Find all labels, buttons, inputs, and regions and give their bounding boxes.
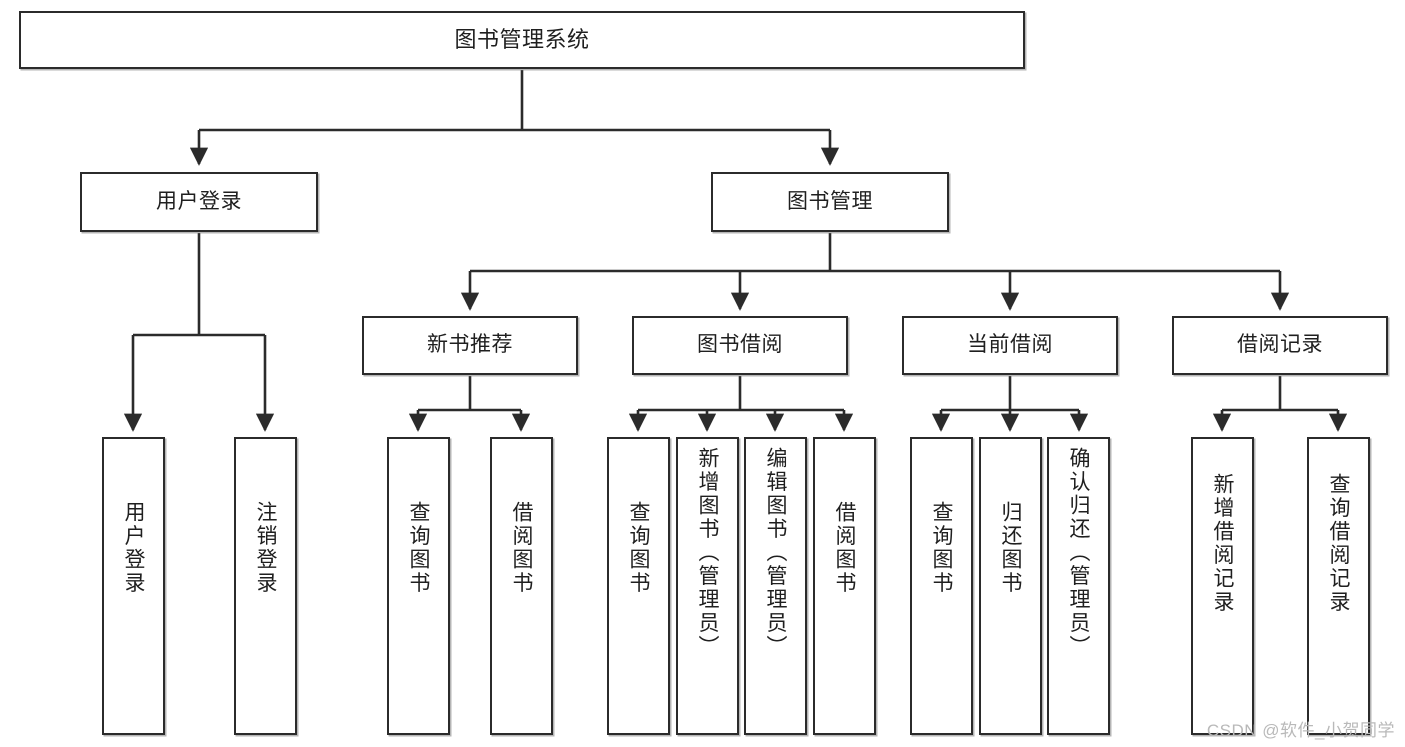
node-label: 查询图书: [407, 501, 430, 595]
node-label: 查询图书: [627, 501, 650, 595]
node-label: 新增借阅记录: [1211, 473, 1234, 614]
leaf-borrow-record-add-record[interactable]: 新增借阅记录: [1191, 437, 1254, 735]
node-label: 新增图书（管理员）: [696, 447, 719, 659]
watermark-text: CSDN @软件_小贺同学: [1206, 721, 1395, 740]
node-label: 用户登录: [122, 501, 145, 595]
leaf-user-login-logout[interactable]: 注销登录: [234, 437, 297, 735]
node-label: 图书管理: [787, 189, 873, 213]
leaf-user-login-login[interactable]: 用户登录: [102, 437, 165, 735]
node-book-management[interactable]: 图书管理: [711, 172, 949, 232]
node-label: 编辑图书（管理员）: [764, 447, 787, 659]
leaf-current-borrow-confirm-return-admin[interactable]: 确认归还（管理员）: [1047, 437, 1110, 735]
leaf-book-borrow-query-book[interactable]: 查询图书: [607, 437, 670, 735]
leaf-book-borrow-add-book-admin[interactable]: 新增图书（管理员）: [676, 437, 739, 735]
node-label: 借阅图书: [510, 501, 533, 595]
leaf-borrow-record-query-record[interactable]: 查询借阅记录: [1307, 437, 1370, 735]
leaf-book-borrow-edit-book-admin[interactable]: 编辑图书（管理员）: [744, 437, 807, 735]
node-label: 确认归还（管理员）: [1067, 447, 1090, 659]
node-label: 图书管理系统: [454, 27, 590, 53]
node-label: 借阅记录: [1237, 333, 1323, 357]
node-book-borrow[interactable]: 图书借阅: [632, 316, 848, 375]
node-label: 查询借阅记录: [1327, 473, 1350, 614]
node-label: 用户登录: [156, 189, 242, 213]
node-label: 归还图书: [999, 501, 1022, 595]
node-label: 图书借阅: [697, 333, 783, 357]
leaf-new-book-query-book[interactable]: 查询图书: [387, 437, 450, 735]
leaf-current-borrow-query-book[interactable]: 查询图书: [910, 437, 973, 735]
node-new-book-recommend[interactable]: 新书推荐: [362, 316, 578, 375]
node-label: 注销登录: [254, 501, 277, 595]
leaf-current-borrow-return-book[interactable]: 归还图书: [979, 437, 1042, 735]
node-label: 当前借阅: [967, 333, 1053, 357]
node-borrow-record[interactable]: 借阅记录: [1172, 316, 1388, 375]
node-label: 新书推荐: [427, 333, 513, 357]
node-user-login[interactable]: 用户登录: [80, 172, 318, 232]
leaf-book-borrow-borrow-book[interactable]: 借阅图书: [813, 437, 876, 735]
node-label: 借阅图书: [833, 501, 856, 595]
node-current-borrow[interactable]: 当前借阅: [902, 316, 1118, 375]
node-label: 查询图书: [930, 501, 953, 595]
node-root-book-management-system[interactable]: 图书管理系统: [19, 11, 1025, 69]
leaf-new-book-borrow-book[interactable]: 借阅图书: [490, 437, 553, 735]
